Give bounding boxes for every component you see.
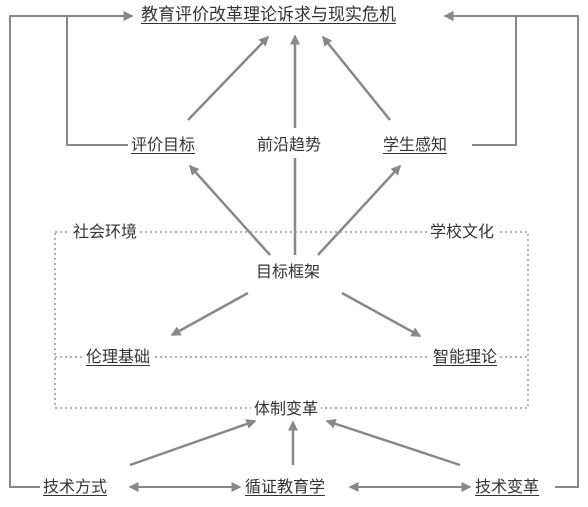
context-box-outline [54,231,529,409]
node-social-environment: 社会环境 [70,222,141,242]
node-technical-change: 技术变革 [472,477,543,497]
node-frontier-trend: 前沿趋势 [254,135,325,155]
node-ethics-foundation: 伦理基础 [83,347,154,367]
node-evidence-based-education: 循证教育学 [242,477,329,497]
arrow-techmethod-to-reform [129,419,257,467]
outer-arrow-left [9,11,134,488]
arrow-framework-to-perception [317,164,402,256]
loop-arrow-right [443,11,517,146]
arrow-framework-to-intelligence [341,291,422,338]
arrow-perception-to-top [322,35,391,121]
loop-arrow-left [66,11,134,146]
node-evaluation-goal: 评价目标 [128,135,199,155]
node-goal-framework: 目标框架 [253,262,324,282]
arrow-goal-to-top [187,35,270,121]
node-student-perception: 学生感知 [380,135,451,155]
arrow-framework-to-ethics [170,291,249,337]
arrow-framework-to-goal [188,164,271,256]
node-intelligence-theory: 智能理论 [430,347,501,367]
arrow-techchange-to-reform [325,418,461,467]
node-technical-method: 技术方式 [40,477,111,497]
node-school-culture: 学校文化 [427,222,498,242]
outer-arrow-right [443,11,579,488]
node-institutional-reform: 体制变革 [251,399,322,419]
node-top-title: 教育评价改革理论诉求与现实危机 [138,5,399,25]
